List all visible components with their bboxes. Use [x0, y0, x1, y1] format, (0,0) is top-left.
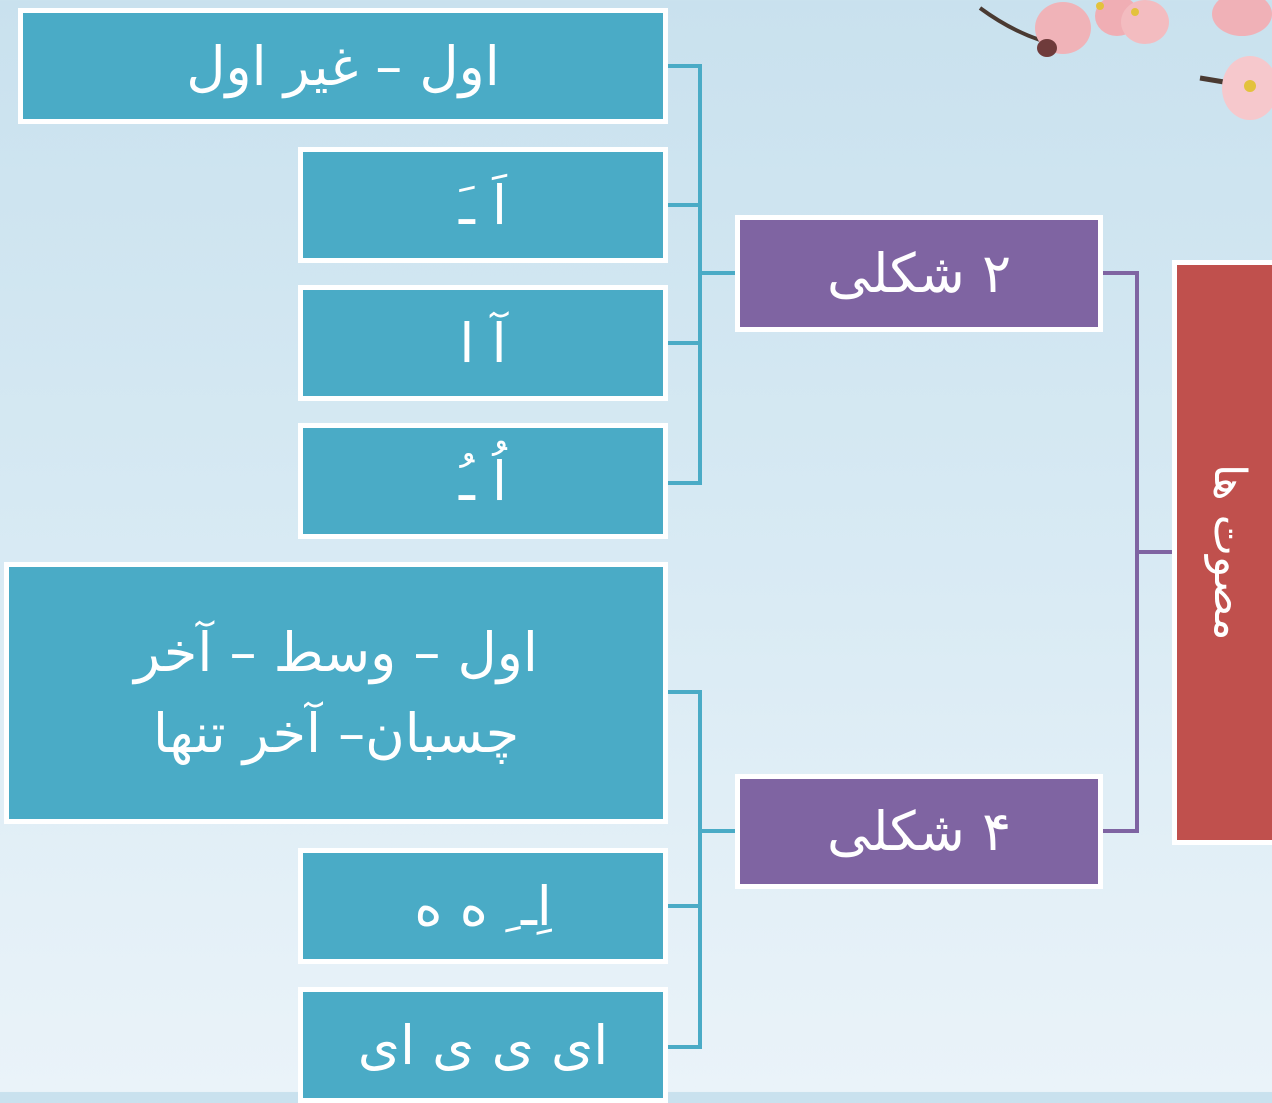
- leaf-label: اُ ـُ: [459, 449, 507, 513]
- leaf-node: اِـ ِ ه ه: [298, 848, 668, 964]
- leaf-label: اَ ـَ: [459, 173, 507, 237]
- leaf-node: اُ ـُ: [298, 423, 668, 539]
- leaf-node: ای ی ی ای: [298, 987, 668, 1103]
- leaf-connector-lower: [666, 690, 738, 1049]
- leaf-label: ای ی ی ای: [357, 1013, 609, 1077]
- branch-connector: [1101, 271, 1175, 833]
- leaf-node: اول – غیر اول: [18, 8, 668, 124]
- branch-label: ۲ شکلی: [826, 242, 1012, 305]
- leaf-node: آ ا: [298, 285, 668, 401]
- branch-node-4-form: ۴ شکلی: [735, 774, 1103, 889]
- branch-label: ۴ شکلی: [826, 800, 1012, 863]
- cherry-blossom-decoration: [978, 0, 1272, 120]
- leaf-label-line1: اول – وسط – آخر: [134, 621, 538, 684]
- leaf-connector-upper: [666, 64, 738, 485]
- leaf-label: آ ا: [459, 311, 507, 375]
- root-label: مصوت ها: [1204, 464, 1255, 641]
- leaf-label: اول – غیر اول: [186, 34, 500, 98]
- leaf-node: اَ ـَ: [298, 147, 668, 263]
- branch-node-2-form: ۲ شکلی: [735, 215, 1103, 332]
- leaf-label-line2: چسبان– آخر تنها: [152, 702, 520, 765]
- root-node: مصوت ها: [1172, 260, 1272, 845]
- leaf-node: اول – وسط – آخر چسبان– آخر تنها: [4, 562, 668, 824]
- leaf-label: اِـ ِ ه ه: [414, 874, 552, 938]
